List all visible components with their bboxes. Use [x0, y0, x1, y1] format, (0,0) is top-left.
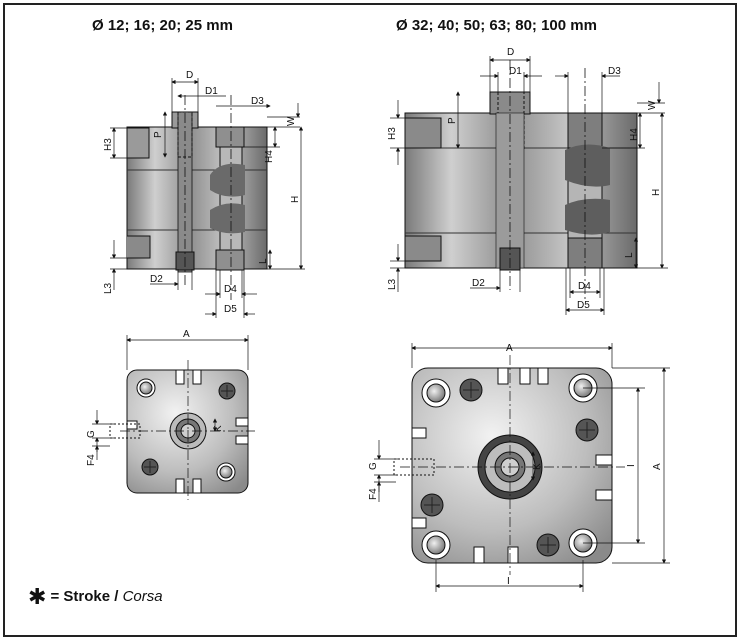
dim-H3-large: H3 [387, 127, 398, 140]
dim-D5-large: D5 [577, 300, 590, 311]
dim-F4-small: F4 [86, 454, 97, 466]
dim-L-large: L [624, 252, 635, 258]
dim-K-large: K [532, 463, 543, 470]
front-view-small [109, 360, 255, 500]
dim-H4-small: H4 [264, 150, 275, 163]
dim-H3-small: H3 [103, 138, 114, 151]
side-view-small [126, 95, 268, 300]
stroke-note-italic: Corsa [122, 588, 163, 605]
asterisk-icon: ✱ [28, 584, 47, 609]
title-small-bores: Ø 12; 16; 20; 25 mm [92, 17, 233, 34]
dim-A-large-top: A [506, 343, 513, 354]
dim-D5-small: D5 [224, 304, 237, 315]
stroke-note-text: = Stroke / [50, 588, 123, 605]
dim-I-large-side: I [626, 464, 637, 467]
dim-A-large-side: A [652, 463, 663, 470]
dim-H4-large: H4 [629, 128, 640, 141]
dim-L-small: L [258, 258, 269, 264]
dim-G-small: G [86, 430, 97, 438]
dim-D4-small: D4 [224, 284, 237, 295]
dim-G-large: G [368, 462, 379, 470]
dim-H-small: H [290, 196, 301, 203]
dim-D2-small: D2 [150, 274, 163, 285]
front-view-small-dims [92, 335, 249, 460]
side-view-large [404, 60, 638, 300]
dim-F4-large: F4 [368, 488, 379, 500]
side-view-large-dims [390, 56, 668, 315]
dim-L3-small: L3 [103, 282, 114, 294]
dim-D1-large: D1 [509, 66, 522, 77]
dim-D3-large: D3 [608, 66, 621, 77]
dim-I-large-bottom: I [507, 576, 510, 587]
dim-D4-large: D4 [578, 281, 591, 292]
front-view-large [393, 355, 625, 575]
drawing-frame [3, 3, 737, 637]
dim-D1-small: D1 [205, 86, 218, 97]
dim-D2-large: D2 [472, 278, 485, 289]
dim-P-small: P [153, 131, 164, 138]
dim-P-large: P [447, 117, 458, 124]
side-view-small-dims [110, 78, 305, 318]
dim-L3-large: L3 [387, 278, 398, 290]
front-view-large-dims [374, 343, 670, 592]
dim-K-small: K [213, 425, 224, 432]
dim-W-small: W [286, 116, 297, 126]
dim-D-small: D [186, 70, 193, 81]
stroke-note: ✱= Stroke / Corsa [28, 584, 163, 610]
dim-W-large: W [647, 100, 658, 110]
dim-H-large: H [651, 189, 662, 196]
dim-A-small: A [183, 329, 190, 340]
dim-D-large: D [507, 47, 514, 58]
title-large-bores: Ø 32; 40; 50; 63; 80; 100 mm [396, 17, 597, 34]
dim-D3-small: D3 [251, 96, 264, 107]
